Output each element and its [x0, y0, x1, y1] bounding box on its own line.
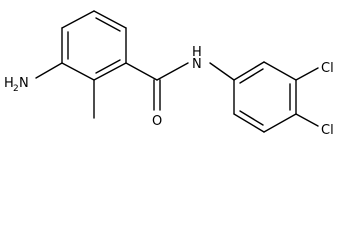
bond-amino	[35, 62, 63, 79]
bond-ring-carbonyl	[125, 62, 158, 81]
bond-ring1-d-inner	[95, 59, 121, 74]
bond-ring2-d	[263, 113, 297, 133]
carbonyl-o-label: O	[152, 114, 162, 129]
bonds	[35, 10, 319, 133]
bond-ring2-b	[263, 61, 297, 81]
bond-c-n	[156, 62, 189, 81]
amide-h-label: H	[192, 45, 202, 60]
bond-ring2-a	[233, 61, 265, 81]
bond-ring1-d	[93, 62, 127, 81]
bond-ring1-e	[61, 62, 95, 81]
bond-ring2-e	[233, 113, 265, 133]
bond-n-ring	[209, 62, 235, 81]
amide-n-label: N	[192, 57, 202, 72]
bond-cl-top	[295, 67, 319, 81]
bond-ring2-a-inner	[239, 68, 264, 84]
amine-sub-label: 2	[13, 84, 19, 94]
bond-cl-bottom	[295, 113, 319, 127]
cl-bottom-label: Cl	[321, 123, 334, 138]
amine-n-label: N	[19, 76, 29, 91]
bond-ring2-e-inner	[239, 110, 264, 126]
molecule-structure: H 2 N O N H Cl Cl	[4, 10, 334, 138]
bond-ring1-a	[61, 10, 95, 29]
cl-top-label: Cl	[321, 61, 334, 76]
amine-h-label: H	[4, 76, 14, 91]
bond-ring1-b-inner	[95, 17, 121, 32]
atom-labels: H 2 N O N H Cl Cl	[4, 45, 334, 138]
bond-ring1-b	[93, 10, 127, 29]
